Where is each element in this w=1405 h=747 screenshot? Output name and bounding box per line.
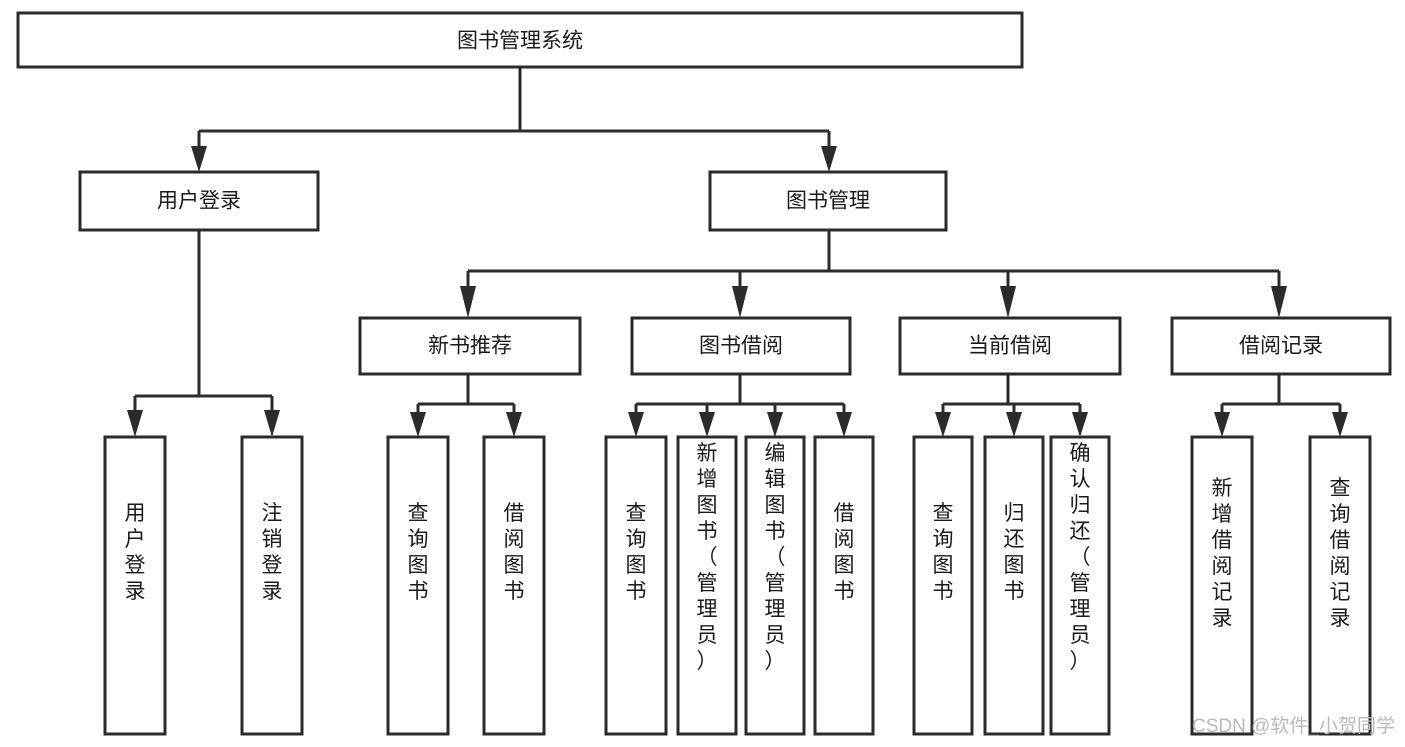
node-leaf-borrow-book-2[interactable]: 借阅图书 xyxy=(813,435,875,736)
node-leaf-query-book-1[interactable]: 查询图书 xyxy=(386,435,450,736)
arrowhead-current-borrow xyxy=(1000,286,1016,318)
node-leaf-borrow-book-1[interactable]: 借阅图书 xyxy=(482,435,546,736)
node-leaf-confirm-return-box xyxy=(1049,435,1111,736)
node-leaf-query-book-1-label: 查询图书 xyxy=(408,502,429,603)
node-borrow-record-label: 借阅记录 xyxy=(1239,335,1323,358)
arrowhead-book-borrow xyxy=(732,286,748,318)
node-leaf-edit-book-box xyxy=(744,435,806,736)
node-leaf-query-book-2-box xyxy=(604,435,668,736)
node-leaf-return-book-label: 归还图书 xyxy=(1004,502,1025,603)
arrowhead-leaf-query-book-3 xyxy=(935,412,951,437)
node-current-borrow-box xyxy=(898,316,1122,376)
node-borrow-record[interactable]: 借阅记录 xyxy=(1170,316,1392,376)
node-leaf-user-login[interactable]: 用户登录 xyxy=(103,435,167,736)
node-leaf-add-book-box xyxy=(676,435,738,736)
node-book-management[interactable]: 图书管理 xyxy=(708,170,948,232)
node-book-borrow[interactable]: 图书借阅 xyxy=(630,316,852,376)
arrowhead-leaf-query-book-1 xyxy=(410,412,426,437)
node-leaf-add-book[interactable]: 新增图书（管理员） xyxy=(676,435,738,736)
node-user-login-label: 用户登录 xyxy=(157,190,241,213)
node-leaf-borrow-book-1-label: 借阅图书 xyxy=(504,502,525,603)
node-root[interactable]: 图书管理系统 xyxy=(16,11,1024,69)
connector-layer xyxy=(127,67,1348,437)
node-leaf-add-record[interactable]: 新增借阅记录 xyxy=(1190,435,1254,736)
arrowhead-leaf-logout xyxy=(264,410,280,437)
arrowhead-leaf-add-record xyxy=(1214,412,1230,437)
node-leaf-query-book-2-label: 查询图书 xyxy=(626,502,647,603)
node-leaf-query-record-label: 查询借阅记录 xyxy=(1330,477,1351,630)
node-leaf-confirm-return-label: 确认归还（管理员） xyxy=(1070,442,1091,673)
node-leaf-add-record-box xyxy=(1190,435,1254,736)
node-leaf-logout-box xyxy=(240,435,304,736)
node-root-label: 图书管理系统 xyxy=(457,30,583,53)
node-book-management-label: 图书管理 xyxy=(786,190,870,213)
node-leaf-query-book-3-box xyxy=(912,435,974,736)
node-new-book-recommend-label: 新书推荐 xyxy=(428,335,512,358)
node-book-management-box xyxy=(708,170,948,232)
node-leaf-return-book[interactable]: 归还图书 xyxy=(983,435,1045,736)
node-leaf-return-book-box xyxy=(983,435,1045,736)
arrowhead-leaf-confirm-return xyxy=(1072,412,1088,437)
arrowhead-leaf-edit-book xyxy=(767,412,783,437)
node-leaf-query-record[interactable]: 查询借阅记录 xyxy=(1308,435,1372,736)
arrowhead-leaf-user-login xyxy=(127,410,143,437)
node-leaf-query-record-box xyxy=(1308,435,1372,736)
arrowhead-leaf-borrow-book-2 xyxy=(836,412,852,437)
arrowhead-leaf-query-book-2 xyxy=(628,412,644,437)
node-leaf-confirm-return[interactable]: 确认归还（管理员） xyxy=(1049,435,1111,736)
node-current-borrow-label: 当前借阅 xyxy=(968,335,1052,358)
node-leaf-user-login-label: 用户登录 xyxy=(125,502,146,603)
arrowhead-borrow-record xyxy=(1271,286,1287,318)
node-new-book-recommend-box xyxy=(358,316,582,376)
arrowhead-leaf-borrow-book-1 xyxy=(506,412,522,437)
node-leaf-query-book-3[interactable]: 查询图书 xyxy=(912,435,974,736)
node-leaf-borrow-book-2-label: 借阅图书 xyxy=(834,502,855,603)
csdn-watermark: CSDN @软件_小贺同学 xyxy=(1192,715,1395,737)
node-new-book-recommend[interactable]: 新书推荐 xyxy=(358,316,582,376)
node-user-login-box xyxy=(78,170,320,232)
node-root-box xyxy=(16,11,1024,69)
node-leaf-logout[interactable]: 注销登录 xyxy=(240,435,304,736)
node-current-borrow[interactable]: 当前借阅 xyxy=(898,316,1122,376)
arrowhead-leaf-query-record xyxy=(1332,412,1348,437)
node-borrow-record-box xyxy=(1170,316,1392,376)
node-leaf-user-login-box xyxy=(103,435,167,736)
arrowhead-user-login xyxy=(191,146,207,172)
node-book-borrow-box xyxy=(630,316,852,376)
node-leaf-add-record-label: 新增借阅记录 xyxy=(1212,477,1233,630)
node-leaf-borrow-book-1-box xyxy=(482,435,546,736)
arrowhead-leaf-add-book xyxy=(699,412,715,437)
node-leaf-logout-label: 注销登录 xyxy=(262,502,283,603)
arrowhead-book-management xyxy=(821,146,837,172)
node-leaf-edit-book-label: 编辑图书（管理员） xyxy=(765,442,786,673)
node-leaf-edit-book[interactable]: 编辑图书（管理员） xyxy=(744,435,806,736)
node-leaf-borrow-book-2-box xyxy=(813,435,875,736)
node-leaf-query-book-3-label: 查询图书 xyxy=(933,502,954,603)
arrowhead-leaf-return-book xyxy=(1006,412,1022,437)
node-leaf-query-book-1-box xyxy=(386,435,450,736)
arrowhead-new-book-recommend xyxy=(460,286,476,318)
node-book-borrow-label: 图书借阅 xyxy=(699,335,783,358)
node-leaf-query-book-2[interactable]: 查询图书 xyxy=(604,435,668,736)
node-leaf-add-book-label: 新增图书（管理员） xyxy=(697,442,718,673)
node-user-login[interactable]: 用户登录 xyxy=(78,170,320,232)
